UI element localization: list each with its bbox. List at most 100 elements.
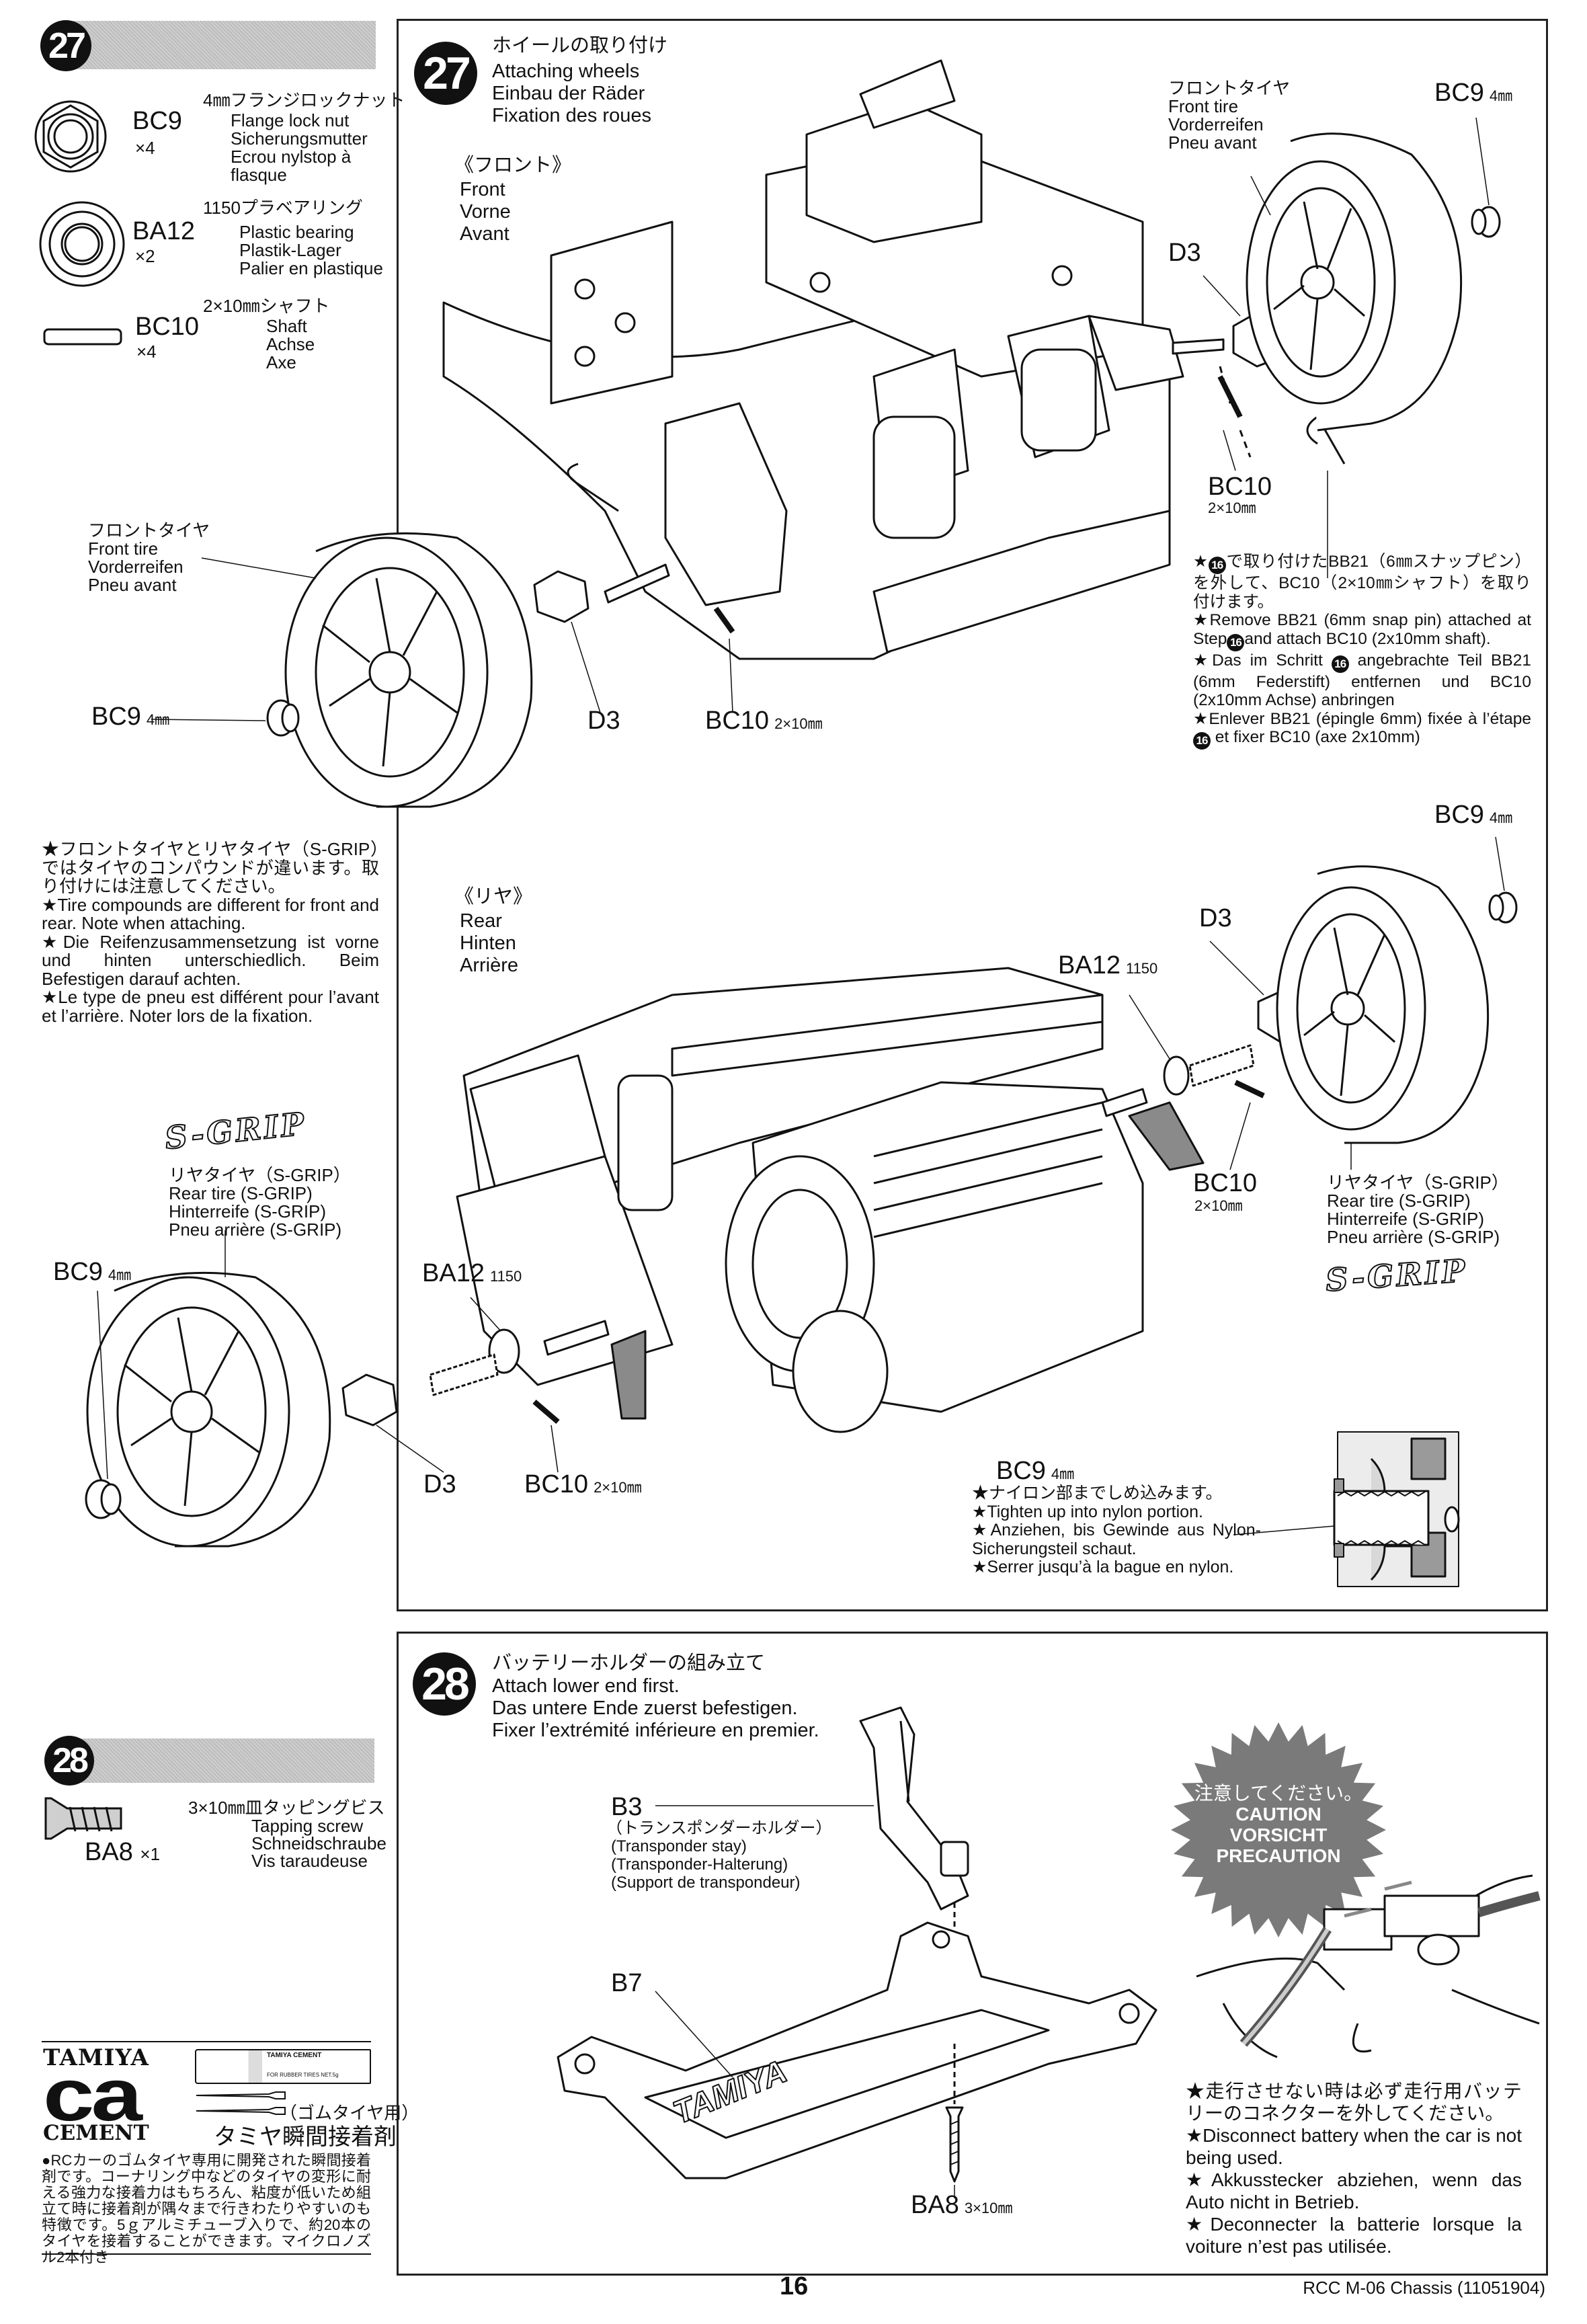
front-left-axle — [533, 563, 670, 623]
callout-d3-front-right: D3 — [1168, 239, 1201, 267]
callout-size: 2×10㎜ — [594, 1479, 642, 1496]
ca-tube-label: TAMIYA CEMENT — [267, 2052, 322, 2059]
callout-d3-front-left: D3 — [587, 707, 620, 735]
front-left-tire-leader — [201, 557, 317, 579]
step28-title-de: Das untere Ende zuerst befestigen. — [492, 1697, 798, 1719]
nylon-note-jp: ★ナイロン部までしめ込みます。 — [972, 1484, 1223, 1502]
ca-logo-ca: ca — [43, 2054, 143, 2136]
bearing-ba12-rear-left — [488, 1328, 520, 1374]
rear-left-nut-bc9 — [85, 1479, 122, 1519]
part-qty-bc9: ×4 — [135, 138, 155, 158]
callout-size: 4㎜ — [108, 1267, 132, 1283]
part-qty-ba8: ×1 — [140, 1844, 161, 1864]
front-label-jp: 《フロント》 — [454, 155, 572, 176]
nylon-note-de: ★Anziehen, bis Gewinde aus Nylon-Sicheru… — [972, 1521, 1261, 1558]
callout-code: BA8 — [911, 2191, 959, 2219]
step28-title-fr: Fixer l’extrémité inférieure en premier. — [492, 1720, 819, 1741]
front-tire-label-right-en: Front tire — [1168, 96, 1239, 116]
front-tire-label-right-jp: フロントタイヤ — [1168, 78, 1291, 98]
front-tire-label-right-de: Vorderreifen — [1168, 114, 1264, 134]
step27-title-de: Einbau der Räder — [492, 83, 645, 104]
nylon-leader-line — [1233, 1525, 1335, 1535]
part-desc-ba12-en: Plastic bearing — [239, 222, 354, 242]
rear-label-en: Rear — [460, 910, 502, 932]
rear-right-wheel — [1276, 865, 1490, 1144]
ca-logo-cement: CEMENT — [43, 2121, 149, 2145]
front-label-en: Front — [460, 179, 505, 200]
part-desc-bc9-fr2: flasque — [231, 165, 287, 185]
note-text: et fixer BC10 (axe 2x10mm) — [1211, 728, 1420, 746]
hex-adapter-d3-rear-left — [341, 1373, 398, 1427]
d3-left-leader — [571, 621, 601, 713]
callout-code: BC9 — [91, 703, 141, 731]
tire-note-jp: ★フロントタイヤとリヤタイヤ（S-GRIP）ではタイヤのコンパウンドが違います。… — [42, 839, 379, 896]
callout-size: 2×10㎜ — [774, 715, 823, 732]
callout-d3-rear-right: D3 — [1199, 904, 1232, 932]
front-tire-label-left-de: Vorderreifen — [88, 557, 184, 577]
ca-name-jp: タミヤ瞬間接着剤 — [214, 2124, 397, 2150]
callout-code: BC9 — [1434, 801, 1484, 829]
step28-title-jp: バッテリーホルダーの組み立て — [492, 1652, 766, 1674]
rear-left-axle — [341, 1320, 610, 1427]
ca-logo-tamiya: TAMIYA — [43, 2044, 149, 2071]
front-chassis-drawing — [442, 59, 1184, 660]
bc9-left-leader — [151, 719, 266, 721]
callout-code: BC9 — [53, 1258, 103, 1286]
b3-desc-en: (Transponder stay) — [611, 1837, 747, 1855]
rear-left-leaders — [97, 1230, 559, 1480]
front-tire-label-left-fr: Pneu avant — [88, 575, 177, 595]
caution-badge-text: 注意してください。 CAUTION VORSICHT PRECAUTION — [1178, 1783, 1379, 1866]
battery-note-en: ★Disconnect battery when the car is not … — [1186, 2125, 1522, 2168]
step27-parts-badge: 27 — [40, 20, 91, 71]
callout-bc10-rear-left: BC10 2×10㎜ — [524, 1471, 642, 1501]
callout-bc10-rear-right-size: 2×10㎜ — [1194, 1197, 1243, 1214]
snap-pin-note-en: ★Remove BB21 (6mm snap pin) attached at … — [1193, 611, 1531, 651]
nut-cross-section-diagram — [1333, 1431, 1460, 1587]
part-code-bc9: BC9 — [132, 107, 182, 135]
callout-b3: B3 — [611, 1793, 643, 1821]
front-left-snap-pin — [567, 463, 619, 512]
callout-size: 3×10㎜ — [964, 2200, 1013, 2216]
front-left-wheel — [284, 532, 533, 808]
bc9-leader-line — [1475, 117, 1490, 206]
part-qty-bc10: ×4 — [136, 342, 157, 362]
note-text: angebrachte Teil BB21 (6mm Federstift) e… — [1193, 651, 1531, 710]
part-jp-ba12: 1150プラベアリング — [203, 198, 363, 218]
callout-code: BC9 — [996, 1457, 1046, 1485]
step27-badge: 27 — [414, 42, 477, 105]
note-text: ★Enlever BB21 (épingle 6mm) fixée à l’ét… — [1193, 709, 1531, 728]
rear-tire-label-left-de: Hinterreife (S-GRIP) — [169, 1201, 327, 1221]
rear-label-de: Hinten — [460, 932, 516, 954]
tire-note-de: ★Die Reifenzusammensetzung ist vorne und… — [42, 931, 379, 989]
snap-pin-note-de: ★Das im Schritt 16 angebrachte Teil BB21… — [1193, 651, 1531, 710]
part-desc-ba8-en: Tapping screw — [251, 1816, 364, 1836]
grease-rear-right — [1128, 1101, 1205, 1171]
callout-bc10-front-right-size: 2×10㎜ — [1208, 499, 1256, 516]
step28-title-en: Attach lower end first. — [492, 1675, 680, 1697]
part-desc-bc10-en: Shaft — [266, 316, 307, 336]
part-code-ba8: BA8 ×1 — [85, 1839, 160, 1868]
front-right-pin-bc10 — [1217, 375, 1243, 418]
callout-code: BC10 — [524, 1470, 589, 1498]
ca-cement-bottom-rule — [42, 2253, 371, 2255]
part-jp-bc10: 2×10㎜シャフト — [203, 296, 330, 316]
callout-bc10-front-right: BC10 — [1208, 473, 1272, 501]
callout-size: 4㎜ — [1489, 87, 1513, 104]
hands-disconnecting-connector — [1196, 1874, 1541, 2058]
hex-adapter-d3-front-left — [533, 570, 589, 623]
callout-bc10-rear-right: BC10 — [1193, 1169, 1258, 1197]
rear-label-fr: Arrière — [460, 955, 519, 976]
rear-tire-label-right-en: Rear tire (S-GRIP) — [1327, 1191, 1471, 1211]
step28-badge: 28 — [413, 1652, 476, 1716]
tire-compound-note: ★フロントタイヤとリヤタイヤ（S-GRIP）ではタイヤのコンパウンドが違います。… — [42, 840, 379, 1025]
step28-parts-header-bar — [74, 1738, 374, 1783]
note-text: ★Remove BB21 (6mm snap pin) attached at … — [1193, 611, 1531, 648]
rear-tire-label-right-jp: リヤタイヤ（S-GRIP） — [1327, 1172, 1509, 1193]
